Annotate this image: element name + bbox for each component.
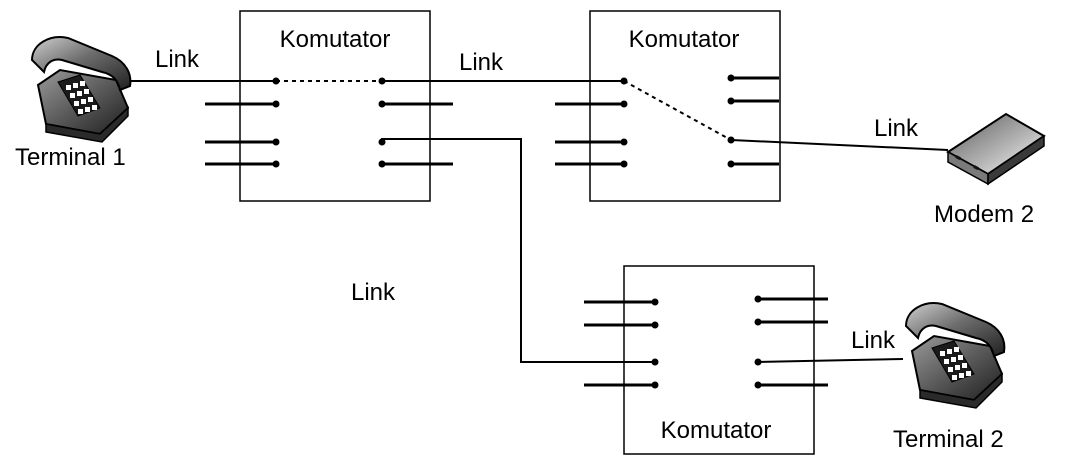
link-label-terminal1: Link bbox=[155, 46, 200, 73]
link-label-switches: Link bbox=[459, 49, 504, 76]
terminal-2-label: Terminal 2 bbox=[893, 426, 1004, 453]
link-bottom-switch-to-terminal2 bbox=[757, 358, 904, 363]
terminal-1-label: Terminal 1 bbox=[15, 144, 126, 171]
modem-2-label: Modem 2 bbox=[934, 201, 1034, 228]
telephone-icon bbox=[30, 36, 132, 143]
switch-label-top-left: Komutator bbox=[280, 26, 391, 53]
ports-top-left-switch bbox=[205, 102, 453, 166]
telephone-icon bbox=[904, 302, 1006, 409]
switch-box-top-left bbox=[239, 10, 431, 202]
ports-top-right-switch bbox=[555, 76, 779, 166]
switch-label-bottom: Komutator bbox=[661, 417, 772, 444]
ports-bottom-switch bbox=[584, 297, 828, 387]
link-label-terminal2: Link bbox=[851, 327, 896, 354]
link-label-vertical: Link bbox=[351, 279, 396, 306]
switch-label-top-right: Komutator bbox=[629, 26, 740, 53]
link-label-modem: Link bbox=[874, 115, 919, 142]
link-switch-to-modem bbox=[730, 139, 949, 151]
modem-icon bbox=[946, 112, 1046, 186]
switching-paths bbox=[276, 80, 732, 141]
port-dots bbox=[272, 74, 762, 389]
